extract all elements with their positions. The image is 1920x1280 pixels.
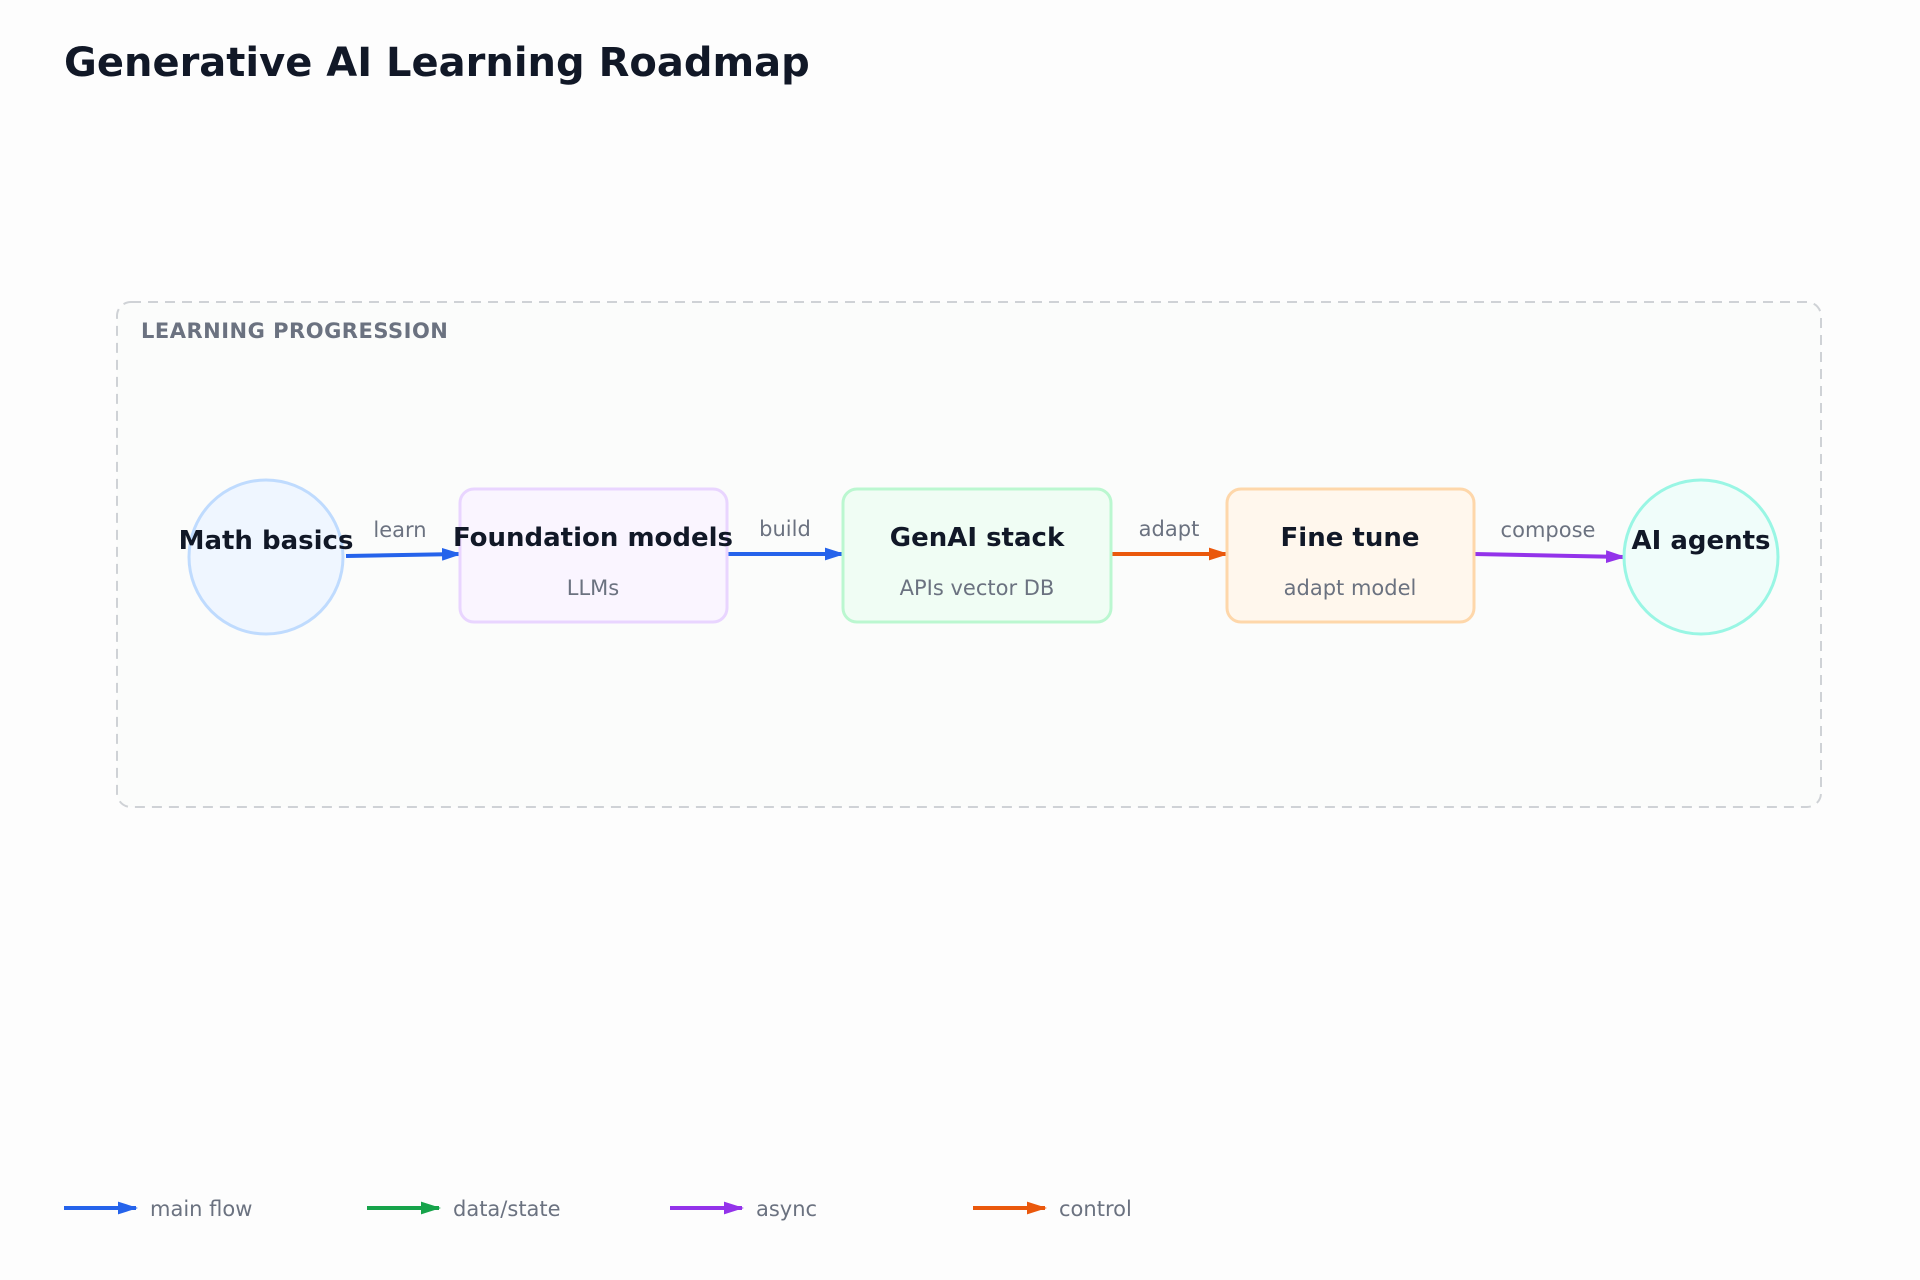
node-genai-stack-title: GenAI stack bbox=[890, 523, 1065, 553]
edge-label-adapt: adapt bbox=[1139, 517, 1200, 541]
node-fine-tune-subtitle: adapt model bbox=[1284, 576, 1417, 600]
node-ai-agents-shape bbox=[1622, 478, 1780, 636]
edges: learn build adapt compose bbox=[345, 517, 1626, 564]
edge-label-build: build bbox=[759, 517, 811, 541]
edge-learn bbox=[345, 547, 462, 561]
legend-label-async: async bbox=[756, 1197, 817, 1221]
node-foundation-models-subtitle: LLMs bbox=[567, 576, 619, 600]
node-foundation-models-shape bbox=[458, 487, 729, 624]
legend-item-async: async bbox=[670, 1197, 817, 1221]
legend-label-control: control bbox=[1059, 1197, 1132, 1221]
legend-item-main-flow: main flow bbox=[64, 1197, 252, 1221]
node-genai-stack-shape bbox=[841, 487, 1113, 624]
group-label: LEARNING PROGRESSION bbox=[141, 319, 448, 343]
node-genai-stack-subtitle: APIs vector DB bbox=[900, 576, 1055, 600]
legend-item-control: control bbox=[973, 1197, 1132, 1221]
node-fine-tune-shape bbox=[1225, 487, 1476, 624]
node-ai-agents-title: AI agents bbox=[1631, 526, 1770, 556]
node-foundation-models[interactable]: Foundation models LLMs bbox=[453, 487, 733, 624]
node-math-basics-shape bbox=[187, 478, 345, 636]
page-title: Generative AI Learning Roadmap bbox=[64, 40, 810, 86]
node-genai-stack[interactable]: GenAI stack APIs vector DB bbox=[841, 487, 1113, 624]
node-math-basics-title: Math basics bbox=[179, 526, 354, 556]
edge-label-learn: learn bbox=[373, 518, 426, 542]
node-fine-tune[interactable]: Fine tune adapt model bbox=[1225, 487, 1476, 624]
legend-label-data-state: data/state bbox=[453, 1197, 561, 1221]
legend: main flow data/state async control bbox=[64, 1197, 1132, 1221]
node-foundation-models-title: Foundation models bbox=[453, 523, 733, 553]
legend-label-main-flow: main flow bbox=[150, 1197, 252, 1221]
legend-item-data-state: data/state bbox=[367, 1197, 561, 1221]
node-math-basics[interactable]: Math basics bbox=[179, 478, 354, 636]
node-ai-agents[interactable]: AI agents bbox=[1622, 478, 1780, 636]
edge-label-compose: compose bbox=[1501, 518, 1596, 542]
node-fine-tune-title: Fine tune bbox=[1281, 523, 1420, 553]
edge-compose bbox=[1473, 550, 1626, 564]
